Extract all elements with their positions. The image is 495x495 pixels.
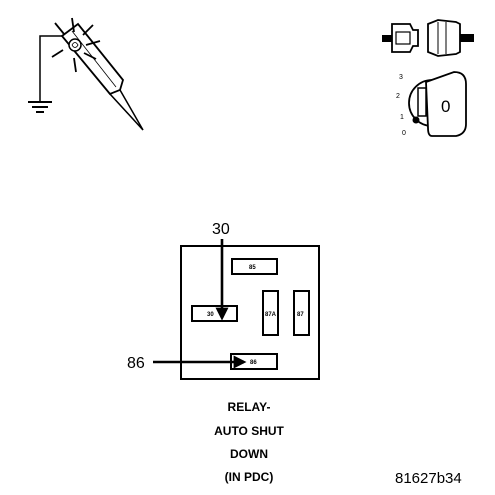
relay-pin-87: 87: [293, 290, 310, 336]
key-position-3: 3: [399, 74, 403, 81]
relay-pin-87a: 87A: [262, 290, 279, 336]
callout-30-label: 30: [212, 221, 230, 238]
caption-line-4: (IN PDC): [225, 470, 274, 484]
relay-pin-85: 85: [231, 258, 278, 275]
figure-id: 81627b34: [395, 470, 462, 487]
relay-pin-30-label: 30: [207, 312, 214, 318]
callout-30: 30: [212, 221, 230, 321]
key-position-1: 1: [400, 114, 404, 121]
key-position-2: 2: [396, 93, 400, 100]
caption-line-1: RELAY-: [228, 400, 271, 414]
relay-pin-87-label: 87: [297, 312, 304, 318]
disconnected-connector-icon: [382, 19, 474, 57]
caption-line-3: DOWN: [230, 447, 268, 461]
callout-86-label: 86: [127, 355, 145, 372]
ground-symbol-icon: [28, 101, 52, 113]
relay-housing: 85 30 87A 87 86: [180, 245, 320, 380]
relay-pin-86-label: 86: [250, 360, 257, 366]
ignition-key-icon: 0 3 2 1 0: [396, 71, 467, 137]
test-light-probe-icon: [28, 17, 144, 131]
relay-caption: RELAY- AUTO SHUT DOWN (IN PDC): [214, 400, 284, 484]
relay-pin-87a-label: 87A: [265, 312, 277, 318]
key-face-label: 0: [441, 97, 450, 116]
key-position-0: 0: [402, 130, 406, 137]
callout-86: 86: [127, 355, 247, 372]
relay-pin-30: 30: [191, 305, 238, 322]
relay-pin-85-label: 85: [249, 265, 256, 271]
caption-line-2: AUTO SHUT: [214, 424, 284, 438]
